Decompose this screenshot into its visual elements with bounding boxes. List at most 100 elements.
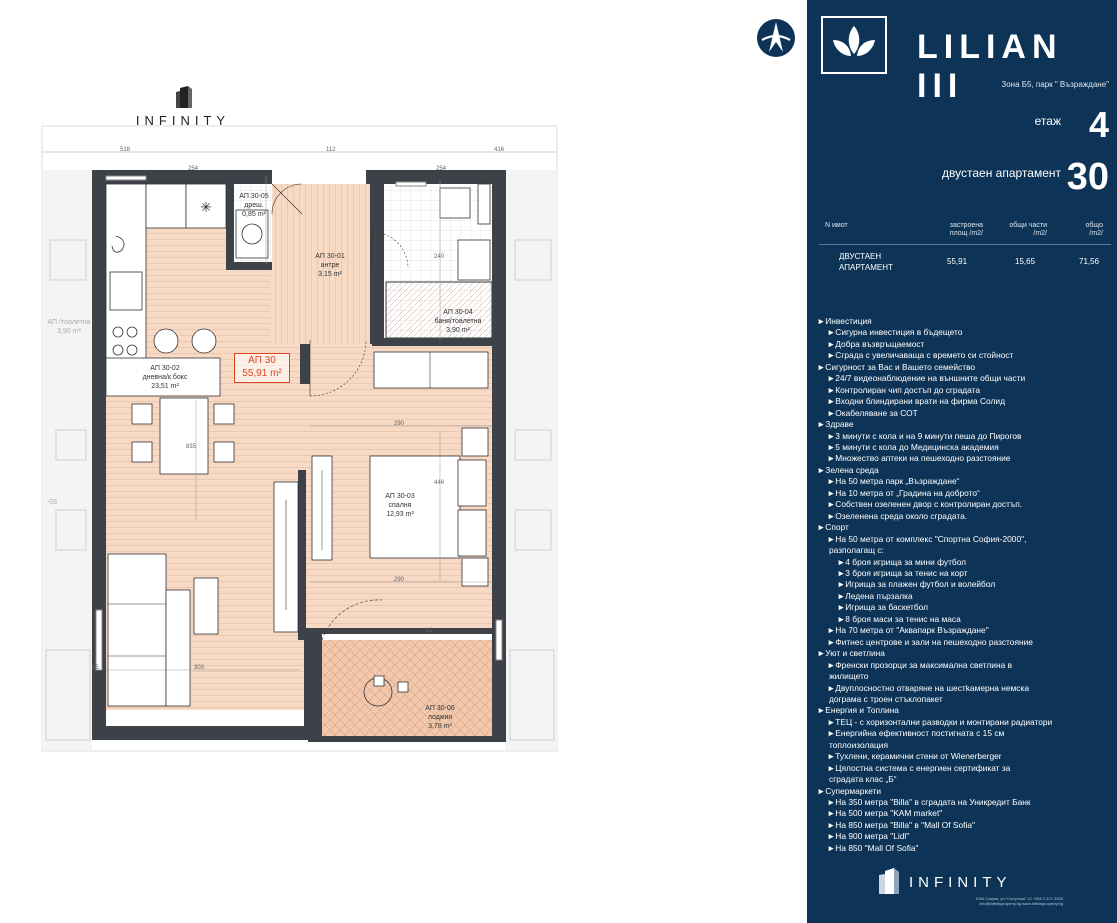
feature-item: ►Енергия и Топлина: [817, 705, 899, 716]
feature-item: ►4 броя игрища за мини футбол: [837, 556, 967, 567]
td-total: 71,56: [1079, 257, 1100, 266]
footer-address: 1000 София, ул."Солунска" 12 +359 2 971 …: [975, 896, 1063, 906]
room-label-neighbor-left2: -03: [46, 499, 58, 506]
th-num: N имот: [825, 222, 848, 229]
dim-bedroom-width-bottom: 290: [394, 577, 405, 583]
feature-item: ►Уют и светлина: [817, 648, 885, 659]
feature-item: ►ТЕЦ - с хоризонтални разводки и монтира…: [827, 716, 1053, 727]
td-name: ДВУСТАЕН АПАРТАМЕНТ: [839, 252, 893, 272]
feature-item: ►24/7 видеонаблюдение на външните общи ч…: [827, 373, 1026, 384]
feature-item: ►Двуплосностно отваряне на шестkамерна н…: [827, 682, 1029, 693]
brand-name: LILIAN III: [917, 28, 1063, 105]
apartment-number: 30: [1066, 156, 1109, 198]
room-label-storage: АП 30-05 дреш. 0,85 m²: [239, 193, 269, 218]
dim-bottom-width: 303: [194, 665, 205, 671]
feature-item: ►На 850 "Mall Of Sofia": [827, 842, 919, 853]
lilian-brand: LILIAN III: [821, 16, 1111, 105]
th-total: общо /m2/: [1085, 222, 1103, 237]
leaf-logo: [821, 16, 887, 74]
feature-item: ►На 500 метра "KAM market": [827, 808, 943, 819]
feature-item: ►Зелена среда: [817, 464, 879, 475]
feature-item: ►Френски прозорци за максимална светлина…: [827, 659, 1013, 670]
feature-item: ►Добра възвръщаемост: [827, 338, 925, 349]
feature-item: сградата клас „Б“: [829, 774, 897, 785]
feature-item: ►Инвестиция: [817, 316, 872, 326]
feature-item: ►Енергийна ефективност постигната с 15 с…: [827, 728, 1005, 739]
zone-text: Зона Б5, парк " Възраждане": [1001, 80, 1109, 89]
th-built: застроена площ /m2/: [949, 222, 983, 237]
feature-item: ►На 900 метра "Lidl": [827, 831, 910, 842]
footer-logo: INFINITY 1000 София, ул."Солунска" 12 +3…: [873, 868, 1073, 908]
feature-item: дограма с троен стъклопакет: [829, 693, 943, 704]
area-table-header: N имот застроена площ /m2/ общи части /m…: [819, 222, 1111, 245]
td-built: 55,91: [947, 257, 968, 266]
feature-item: ►Сграда с увеличаваща с времето си стойн…: [827, 350, 1014, 361]
room-label-neighbor-left: АП /тоалетна 3,90 m²: [47, 319, 91, 335]
feature-item: ►На 50 метра парк „Възраждане“: [827, 476, 960, 487]
feature-item: ►Спорт: [817, 522, 849, 533]
feature-item: ►Цялостна система с енергиен сертификат …: [827, 762, 1011, 773]
feature-item: ►На 10 метра от „Градина на доброто“: [827, 487, 980, 498]
plan-drawing: ✳: [41, 125, 558, 752]
feature-item: ►Контролиран чип достъп до сградата: [827, 384, 981, 395]
feature-item: жилището: [829, 671, 869, 682]
room-label-hall: АП 30-01 антре 3,15 m²: [315, 253, 345, 278]
building-logo-icon: [176, 86, 192, 108]
feature-item: ►Входни блиндирани врати на фирма Солид: [827, 396, 1005, 407]
dim-bedroom-height: 446: [434, 480, 445, 486]
compass-logo-icon: [757, 19, 795, 57]
badge-title: АП 30: [248, 355, 276, 366]
dim-v1: 254: [188, 166, 199, 172]
features-list: ►Инвестиция►Сигурна инвестиция в бъдещет…: [817, 316, 1109, 854]
feature-item: разполагащ с:: [829, 545, 884, 556]
leaf-icon: [833, 26, 875, 56]
dim-bedroom-width-top: 290: [394, 421, 405, 427]
feature-item: ►3 броя игрища за тенис на корт: [837, 567, 968, 578]
dim-top-left: 518: [120, 147, 131, 153]
dim-side-12: 12: [426, 628, 433, 634]
apartment-type-label: двустаен апартамент: [942, 166, 1061, 180]
badge-area: 55,91 m²: [242, 368, 282, 379]
feature-item: ►Сигурна инвестиция в бъдещето: [827, 327, 963, 338]
feature-item: ►Ледена пързалка: [837, 590, 913, 601]
feature-item: ►На 350 метра "Billa" в сградата на Уник…: [827, 797, 1031, 808]
room-label-loggia: АП 30-06 лоджия 3,78 m²: [425, 705, 455, 730]
feature-item: ►Фитнес центрове и зали на пешеходно раз…: [827, 636, 1033, 647]
feature-item: ►На 70 метра от "Аквапарк Възраждане": [827, 625, 989, 636]
feature-item: ►На 50 метра от комплекс "Спортна София-…: [827, 533, 1027, 544]
feature-item: ►Супермаркети: [817, 785, 882, 796]
th-common: общи части /m2/: [1009, 222, 1047, 237]
feature-item: ►Озеленена среда около сградата.: [827, 510, 968, 521]
dim-living-height: 835: [186, 444, 197, 450]
td-common: 15,65: [1015, 257, 1036, 266]
apartment-badge: АП 30 55,91 m²: [234, 353, 290, 383]
footer-word: INFINITY: [909, 874, 1012, 891]
feature-item: ►На 850 метра "Billa" в "Mall Of Sofia": [827, 819, 975, 830]
feature-item: ►3 минути с кола и на 9 минути пеша до П…: [827, 430, 1022, 441]
svg-text:✳: ✳: [200, 199, 212, 215]
room-label-bath: АП 30-04 баня/тоалетна 3,90 m²: [434, 309, 482, 334]
dim-v3: 240: [434, 254, 445, 260]
plan-brand-word: INFINITY: [135, 113, 231, 128]
dim-v2: 254: [436, 166, 447, 172]
dim-left-small: 25: [92, 665, 99, 671]
feature-item: ►Игрища за плажен футбол и волейбол: [837, 579, 996, 590]
table-row: ДВУСТАЕН АПАРТАМЕНТ 55,91 15,65 71,56: [819, 245, 1111, 272]
info-panel: LILIAN III Зона Б5, парк " Възраждане" е…: [807, 0, 1117, 923]
feature-item: ►5 минути с кола до Медицинска академия: [827, 441, 999, 452]
floor-value: 4: [1088, 104, 1109, 145]
area-table: N имот застроена площ /m2/ общи части /m…: [819, 222, 1111, 272]
feature-item: ►Игрища за баскетбол: [837, 602, 928, 613]
feature-item: ►Собствен озеленен двор с контролиран до…: [827, 499, 1023, 510]
feature-item: ►Сигурност за Вас и Вашето семейство: [817, 361, 976, 372]
plan-infinity-logo: INFINITY: [128, 86, 238, 128]
footer-building-icon: [879, 868, 899, 894]
feature-item: топлоизолация: [829, 739, 889, 750]
feature-item: ►Тухлени, керамични стени от Wienerberge…: [827, 751, 1002, 762]
room-label-bedroom: АП 30-03 спалня 12,93 m²: [385, 493, 415, 518]
feature-item: ►Окабеляване за СОТ: [827, 407, 918, 418]
feature-item: ►8 броя маси за тенис на маса: [837, 613, 961, 624]
dim-top-right: 416: [494, 147, 505, 153]
floor-plan: INFINITY: [41, 86, 558, 752]
room-label-living: АП 30-02 дневна/к.бокс 23,51 m²: [142, 365, 188, 390]
